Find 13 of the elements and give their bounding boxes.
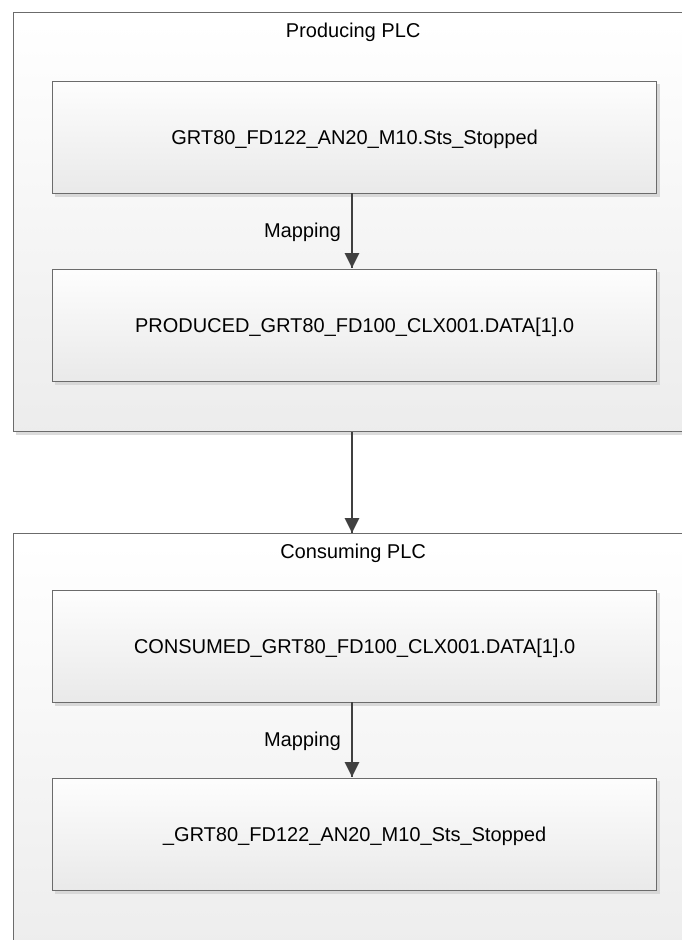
arrow xyxy=(344,193,360,268)
process-box: GRT80_FD122_AN20_M10.Sts_Stopped xyxy=(52,81,657,194)
edge-label: Mapping xyxy=(264,728,341,752)
container-heading: Consuming PLC xyxy=(279,540,427,565)
arrow xyxy=(344,432,360,533)
process-box: CONSUMED_GRT80_FD100_CLX001.DATA[1].0 xyxy=(52,590,657,703)
container-box xyxy=(13,533,682,940)
container-heading: Producing PLC xyxy=(284,19,422,44)
process-box: _GRT80_FD122_AN20_M10_Sts_Stopped xyxy=(52,778,657,891)
process-box: PRODUCED_GRT80_FD100_CLX001.DATA[1].0 xyxy=(52,269,657,382)
edge-label: Mapping xyxy=(264,218,341,244)
container-box xyxy=(13,12,682,432)
arrow xyxy=(344,702,360,777)
